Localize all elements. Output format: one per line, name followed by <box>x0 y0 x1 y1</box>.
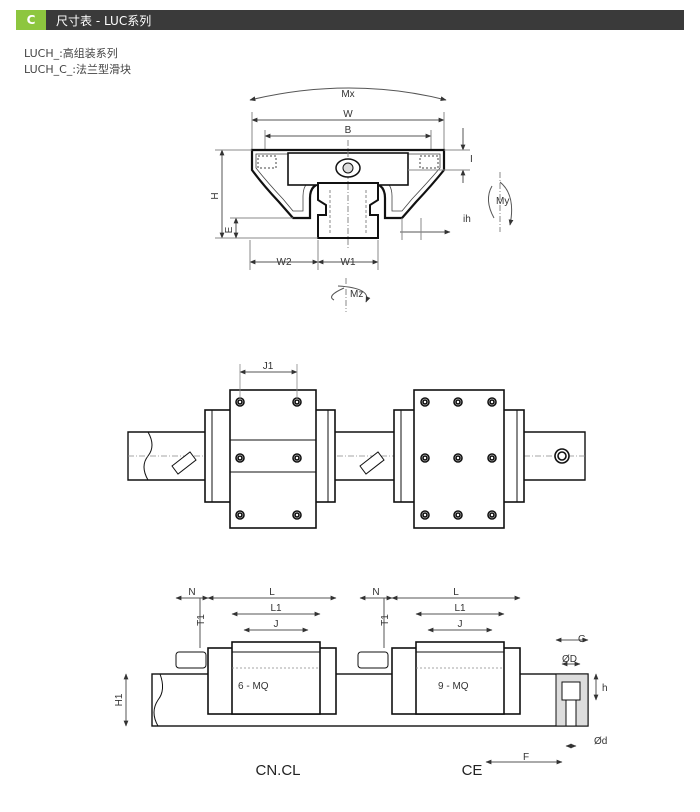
label-b: B <box>345 125 352 136</box>
caption-ce: CE <box>462 762 483 779</box>
label-l1-right: L1 <box>454 603 466 614</box>
label-ih: ih <box>463 214 471 225</box>
front-view <box>215 87 514 312</box>
label-l1-left: L1 <box>270 603 282 614</box>
label-w1: W1 <box>341 257 356 268</box>
section-tag: C <box>16 10 46 30</box>
label-9mq: 9 - MQ <box>438 681 469 692</box>
section-title: 尺寸表 - LUC系列 <box>56 13 152 28</box>
label-n-right: N <box>372 587 379 598</box>
label-f: F <box>523 752 529 763</box>
label-w: W <box>343 109 353 120</box>
legend-line-2: LUCH_C_:法兰型滑块 <box>24 63 131 76</box>
label-e: E <box>224 226 235 233</box>
label-h: H <box>210 192 221 199</box>
side-view <box>123 595 599 765</box>
label-h1: H1 <box>114 693 125 706</box>
label-g: G <box>578 634 586 645</box>
label-h-small: h <box>602 683 608 694</box>
label-t1-left: T1 <box>196 614 207 626</box>
label-j-left: J <box>274 619 279 630</box>
top-view <box>127 364 586 529</box>
label-t1-right: T1 <box>380 614 391 626</box>
label-j1: J1 <box>263 361 274 372</box>
label-l-left: L <box>269 587 275 598</box>
label-my: My <box>496 196 509 207</box>
label-l-right: L <box>453 587 459 598</box>
label-mz: Mz <box>350 289 363 300</box>
label-mx: Mx <box>341 89 354 100</box>
label-od-small: Ød <box>594 736 607 747</box>
section-header: C 尺寸表 - LUC系列 <box>16 10 684 30</box>
label-od: ØD <box>562 654 577 665</box>
legend-line-1: LUCH_:高组装系列 <box>24 47 118 60</box>
label-6mq: 6 - MQ <box>238 681 269 692</box>
label-i: I <box>470 154 473 165</box>
caption-cncl: CN.CL <box>255 762 300 779</box>
label-j-right: J <box>458 619 463 630</box>
label-n-left: N <box>188 587 195 598</box>
label-w2: W2 <box>277 257 292 268</box>
series-legend: LUCH_:高组装系列 LUCH_C_:法兰型滑块 <box>24 46 131 78</box>
